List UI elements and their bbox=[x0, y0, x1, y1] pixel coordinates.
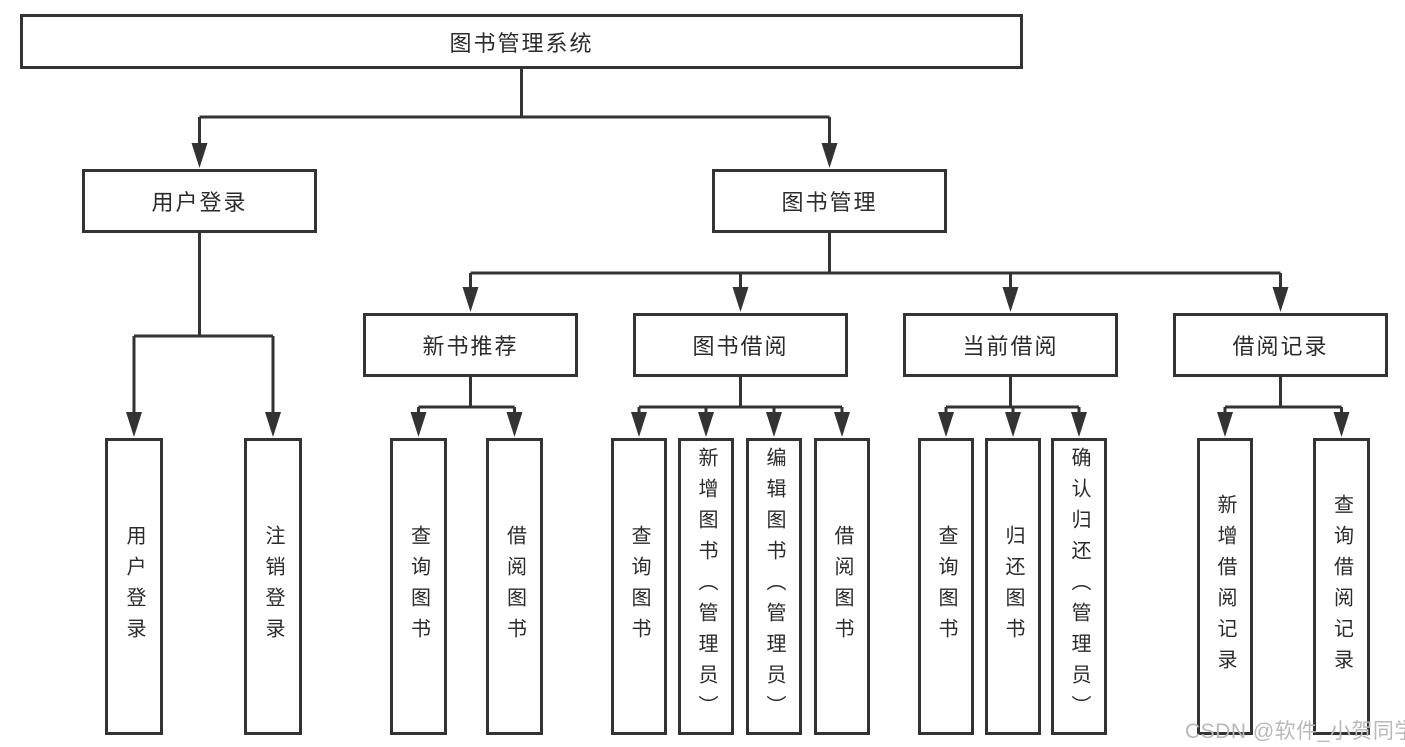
connector-shafts bbox=[132, 69, 1343, 417]
node-book-management: 图书管理 bbox=[712, 169, 947, 233]
node-borrowing-records: 借阅记录 bbox=[1173, 313, 1388, 377]
leaf-borrowing-query-books: 查询图书 bbox=[611, 438, 667, 735]
node-book-borrowing: 图书借阅 bbox=[633, 313, 848, 377]
leaf-borrowing-borrow-books: 借阅图书 bbox=[814, 438, 870, 735]
node-user-login: 用户登录 bbox=[82, 169, 317, 233]
node-new-book-recommendation: 新书推荐 bbox=[363, 313, 578, 377]
leaf-recommend-query-books: 查询图书 bbox=[390, 438, 447, 735]
node-current-borrowing: 当前借阅 bbox=[903, 313, 1118, 377]
leaf-borrowing-edit-books-admin: 编辑图书（管理员） bbox=[746, 438, 802, 735]
node-library-management-system: 图书管理系统 bbox=[20, 14, 1023, 69]
arrowheads bbox=[126, 143, 1350, 437]
leaf-records-query-borrow-record: 查询借阅记录 bbox=[1313, 438, 1370, 735]
leaf-logout-login: 注销登录 bbox=[244, 438, 302, 735]
leaf-current-query-books: 查询图书 bbox=[918, 438, 974, 735]
leaf-current-return-books: 归还图书 bbox=[985, 438, 1041, 735]
leaf-current-confirm-return-admin: 确认归还（管理员） bbox=[1051, 438, 1107, 735]
csdn-watermark: CSDN @软件_小贺同学 bbox=[1185, 720, 1405, 743]
leaf-borrowing-add-books-admin: 新增图书（管理员） bbox=[678, 438, 734, 735]
leaf-records-add-borrow-record: 新增借阅记录 bbox=[1197, 438, 1253, 735]
leaf-recommend-borrow-books: 借阅图书 bbox=[486, 438, 543, 735]
leaf-user-login: 用户登录 bbox=[105, 438, 163, 735]
